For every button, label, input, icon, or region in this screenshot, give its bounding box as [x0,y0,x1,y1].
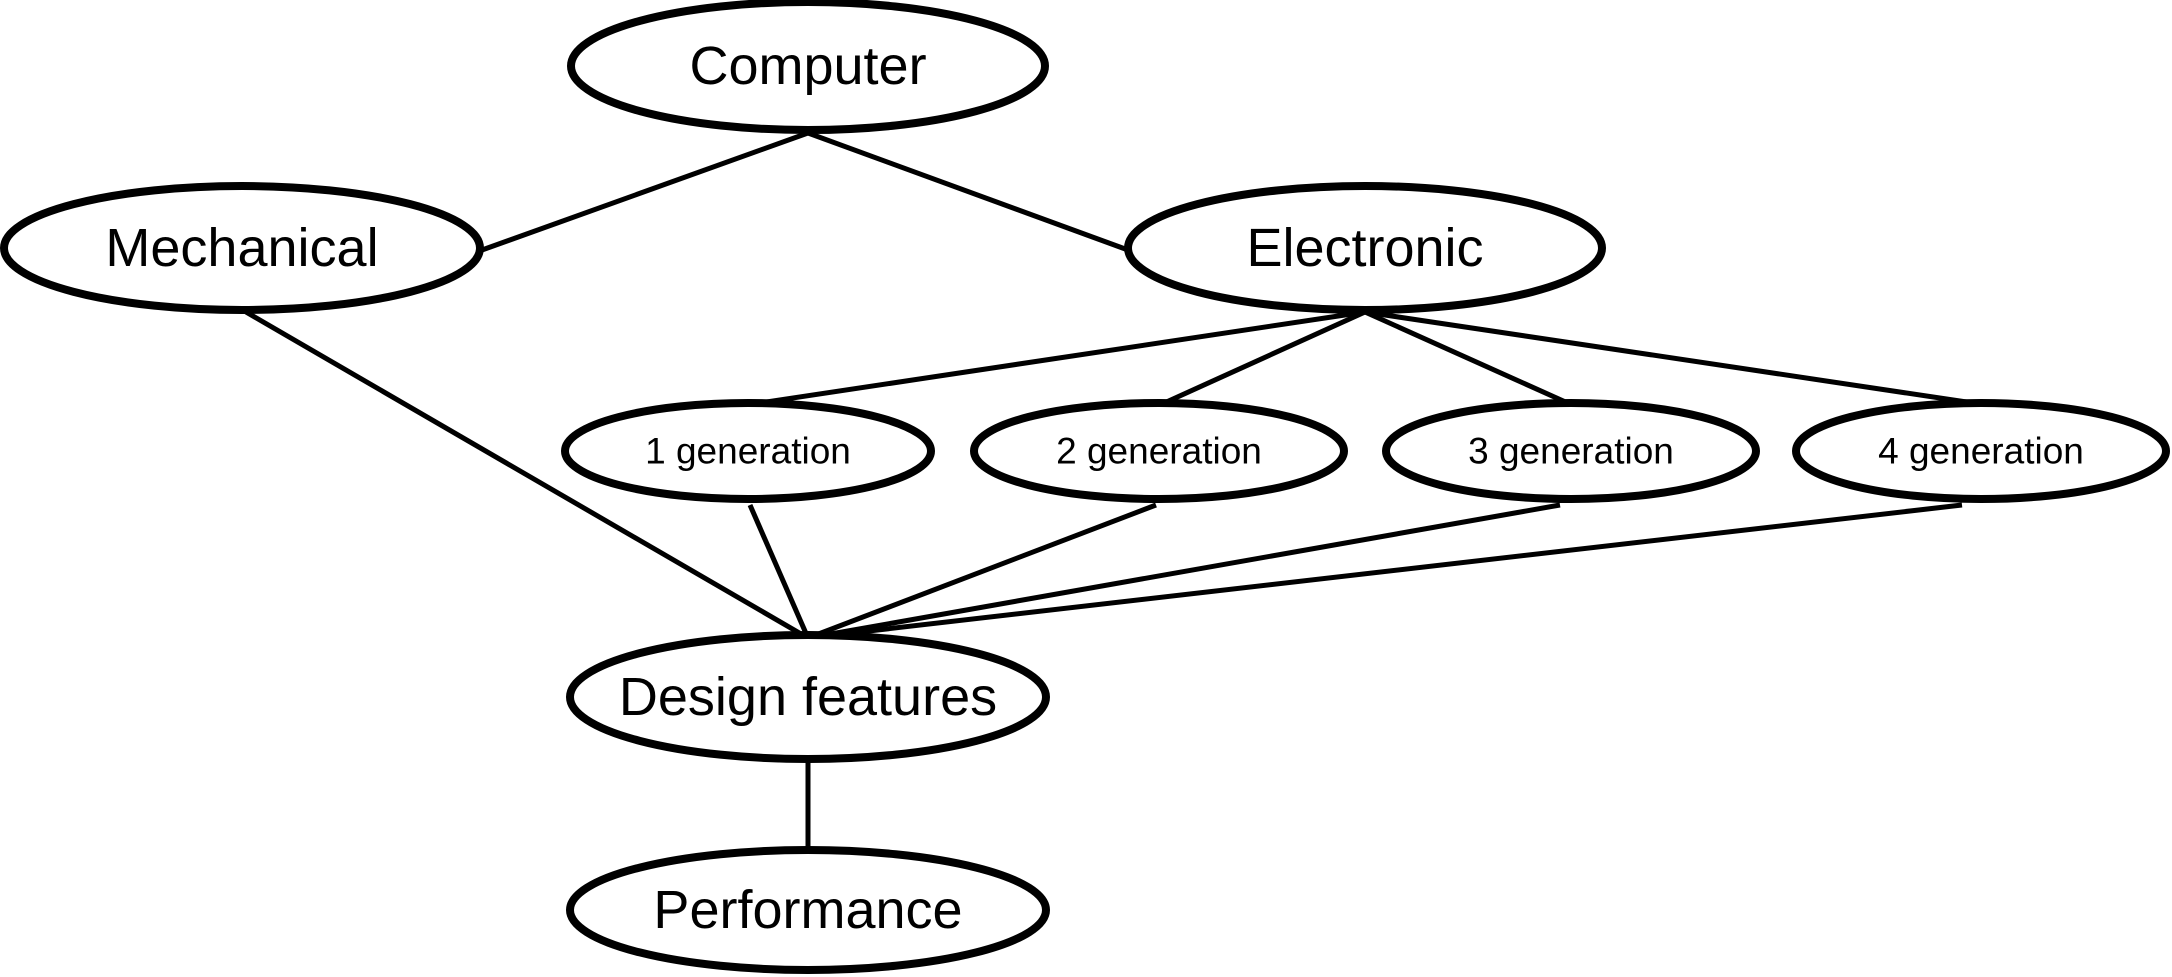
edge-electronic-gen3 [1363,309,1572,407]
node-gen3-ellipse [1382,399,1760,503]
node-electronic-ellipse [1124,182,1606,314]
edge-mechanical-design [244,309,810,641]
node-gen4: 4 generation [1792,399,2170,503]
edge-gen2-design [807,502,1157,641]
node-gen1-ellipse [561,399,935,503]
node-performance-label: Performance [653,880,962,940]
node-electronic-label: Electronic [1246,218,1483,278]
node-mechanical-label: Mechanical [105,218,378,278]
edge-electronic-gen2 [1160,309,1367,407]
node-electronic: Electronic [1124,182,1606,314]
edge-gen3-design [807,502,1561,641]
node-computer-label: Computer [689,36,926,96]
edge-gen1-design [747,504,811,639]
node-gen3: 3 generation [1382,399,1760,503]
edge-electronic-gen1 [752,309,1366,407]
node-gen1-label: 1 generation [645,431,851,472]
node-performance-ellipse [566,846,1050,974]
connectors [244,130,1981,848]
node-mechanical-ellipse [0,182,484,314]
edge-computer-electronic [807,130,1129,253]
edge-gen4-design [807,502,1963,641]
node-computer-ellipse [567,0,1049,134]
node-design-features-ellipse [566,631,1050,763]
node-gen2-ellipse [970,399,1348,503]
node-computer: Computer [567,0,1049,134]
node-gen4-label: 4 generation [1878,431,2084,472]
node-gen2: 2 generation [970,399,1348,503]
node-performance: Performance [566,846,1050,974]
edge-electronic-gen4 [1364,309,1981,407]
node-design-features-label: Design features [619,667,997,727]
node-gen3-label: 3 generation [1468,431,1674,472]
edge-computer-mechanical [481,130,809,253]
node-design-features: Design features [566,631,1050,763]
node-gen2-label: 2 generation [1056,431,1262,472]
node-gen1: 1 generation [561,399,935,503]
node-gen4-ellipse [1792,399,2170,503]
node-mechanical: Mechanical [0,182,484,314]
